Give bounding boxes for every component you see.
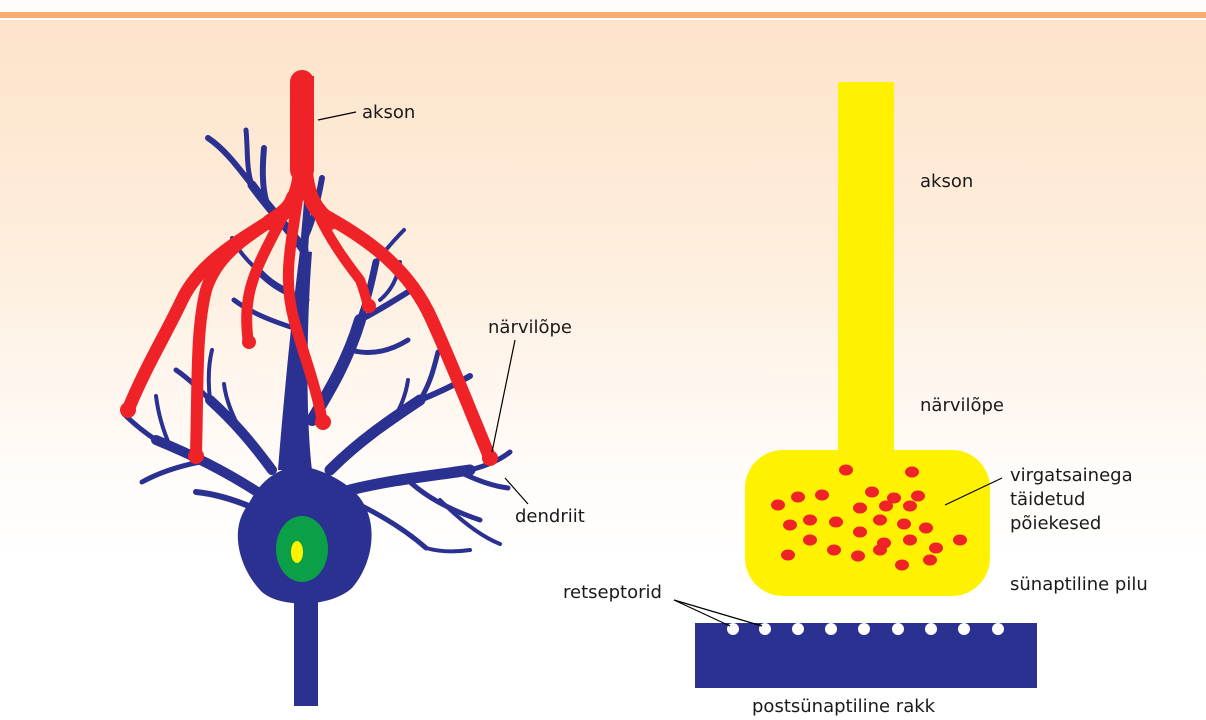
vesicle <box>879 501 893 512</box>
label-vesicles-line2: täidetud <box>1010 489 1085 510</box>
vesicle <box>905 467 919 478</box>
receptor <box>992 623 1004 635</box>
receptor <box>892 623 904 635</box>
nucleolus <box>291 541 303 563</box>
vesicle <box>815 490 829 501</box>
vesicle <box>929 543 943 554</box>
terminal-bouton <box>120 402 136 418</box>
vesicle <box>803 535 817 546</box>
label-akson-right: akson <box>920 171 973 192</box>
terminal-bouton <box>242 335 256 349</box>
vesicle <box>851 551 865 562</box>
vesicle <box>783 520 797 531</box>
leader-line-receptor-2 <box>674 600 762 626</box>
neuron-left: akson närvilõpe dendriit <box>120 76 585 706</box>
vesicle <box>839 465 853 476</box>
receptors <box>727 623 1004 635</box>
vesicle <box>853 527 867 538</box>
label-narvilope-right: närvilõpe <box>920 395 1004 416</box>
vesicle <box>895 560 909 571</box>
vesicle <box>919 523 933 534</box>
vesicle <box>903 535 917 546</box>
receptor <box>958 623 970 635</box>
vesicle <box>897 519 911 530</box>
label-receptors: retseptorid <box>563 582 662 603</box>
vesicle <box>953 535 967 546</box>
vesicle <box>865 487 879 498</box>
label-narvilope-left: närvilõpe <box>488 317 572 338</box>
axon-shaft <box>838 82 894 472</box>
vesicle <box>853 503 867 514</box>
receptor <box>825 623 837 635</box>
vesicle <box>827 545 841 556</box>
vesicle <box>771 500 785 511</box>
terminal-bouton <box>482 450 498 466</box>
vesicle <box>923 555 937 566</box>
synapse-right: akson närvilõpe virgatsainega täidetud p… <box>563 82 1148 717</box>
neuron-axon-lower <box>294 590 318 706</box>
label-synaptic-cleft: sünaptiline pilu <box>1010 574 1148 595</box>
nerve-terminal <box>745 450 990 596</box>
receptor <box>759 623 771 635</box>
vesicle <box>781 550 795 561</box>
vesicle <box>911 491 925 502</box>
receptor <box>858 623 870 635</box>
label-vesicles-line3: põiekesed <box>1010 513 1101 534</box>
vesicle <box>873 545 887 556</box>
vesicle <box>791 492 805 503</box>
label-akson-left: akson <box>362 102 415 123</box>
vesicle <box>829 517 843 528</box>
label-postsynaptic-cell: postsünaptiline rakk <box>752 696 936 717</box>
label-dendriit: dendriit <box>515 506 585 527</box>
vesicle <box>903 501 917 512</box>
leader-line-akson <box>318 112 356 120</box>
label-vesicles-line1: virgatsainega <box>1010 465 1133 486</box>
axon-top-cap <box>292 76 314 86</box>
receptor <box>792 623 804 635</box>
terminal-bouton <box>362 299 376 313</box>
receptor <box>925 623 937 635</box>
leader-line-dendriit <box>505 478 528 504</box>
terminal-bouton <box>315 414 331 430</box>
leader-line-narvilope <box>492 340 515 452</box>
vesicle <box>873 515 887 526</box>
vesicle <box>803 515 817 526</box>
leader-line-receptor-1 <box>674 600 730 626</box>
terminal-bouton <box>188 448 204 464</box>
